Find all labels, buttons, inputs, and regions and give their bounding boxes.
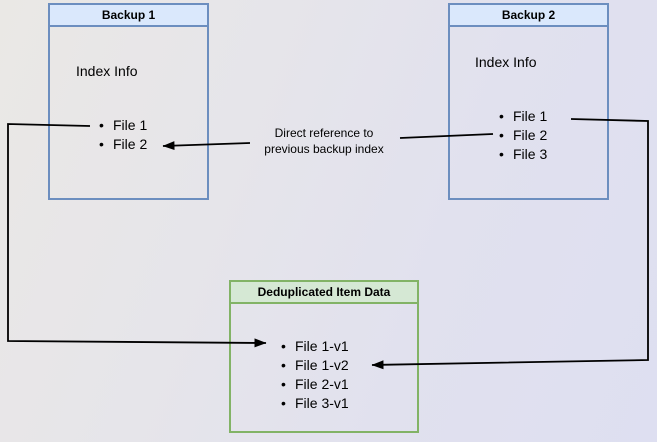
dedup-file-list: File 1-v1 File 1-v2 File 2-v1 File 3-v1 <box>281 337 349 413</box>
file-list-item: File 2 <box>99 135 147 154</box>
file-list-item: File 1 <box>499 107 547 126</box>
dedup-header: Deduplicated Item Data <box>231 282 417 304</box>
file-list-item: File 1-v1 <box>281 337 349 356</box>
backup2-node: Backup 2 Index Info File 1 File 2 File 3 <box>448 3 609 200</box>
backup1-node: Backup 1 Index Info File 1 File 2 <box>48 3 209 200</box>
backup1-title: Backup 1 <box>101 8 156 22</box>
dedup-title: Deduplicated Item Data <box>257 285 391 299</box>
backup2-header: Backup 2 <box>450 5 607 27</box>
direct-reference-label: Direct reference to previous backup inde… <box>264 126 384 156</box>
dedup-node: Deduplicated Item Data File 1-v1 File 1-… <box>229 280 419 433</box>
file-list-item: File 3 <box>499 145 547 164</box>
file-list-item: File 2-v1 <box>281 375 349 394</box>
file-list-item: File 2 <box>499 126 547 145</box>
backup2-index-info-label: Index Info <box>475 54 537 70</box>
backup2-file-list: File 1 File 2 File 3 <box>499 107 547 164</box>
backup1-header: Backup 1 <box>50 5 207 27</box>
backup1-index-info-label: Index Info <box>76 63 138 79</box>
backup2-title: Backup 2 <box>501 8 556 22</box>
file-list-item: File 3-v1 <box>281 394 349 413</box>
file-list-item: File 1 <box>99 116 147 135</box>
backup1-file-list: File 1 File 2 <box>99 116 147 154</box>
file-list-item: File 1-v2 <box>281 356 349 375</box>
